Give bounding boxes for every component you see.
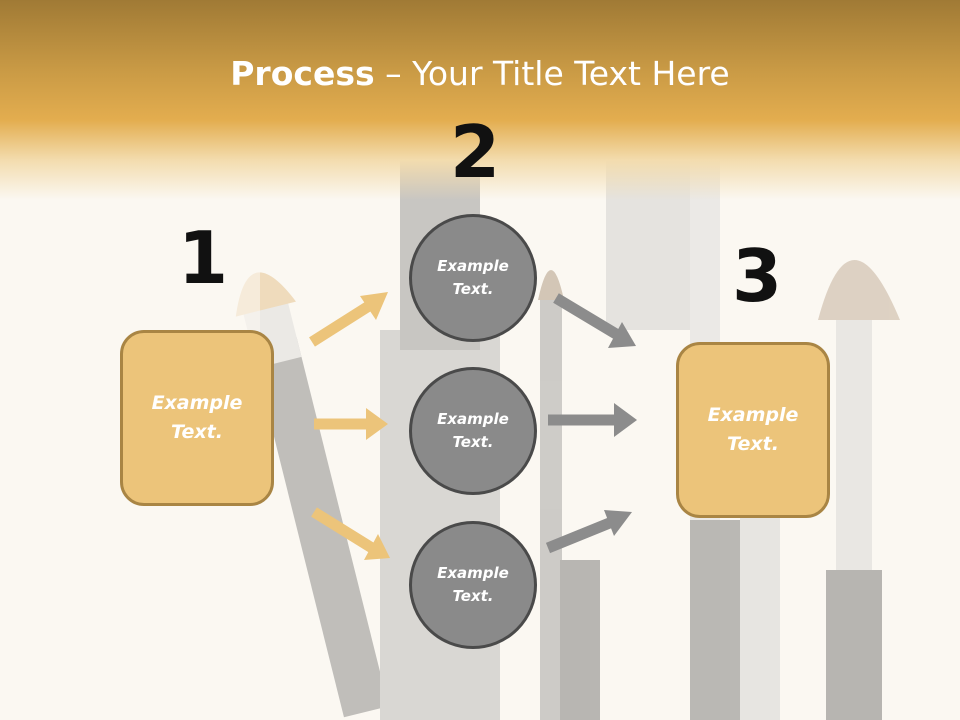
slide-title: Process – Your Title Text Here — [0, 54, 960, 93]
circle-middle: Example Text. — [409, 367, 537, 495]
circle-bottom: Example Text. — [409, 521, 537, 649]
step-1-number: 1 — [178, 216, 229, 300]
gray-arrow-right — [548, 403, 637, 437]
step-3-box: Example Text. — [676, 342, 830, 518]
gold-arrow-right — [314, 408, 388, 440]
title-rest: – Your Title Text Here — [374, 54, 730, 93]
header-band — [0, 0, 960, 200]
circle-middle-text: Example Text. — [437, 410, 509, 451]
title-bold: Process — [230, 54, 375, 93]
gray-arrow-up — [545, 510, 632, 554]
circle-bottom-text: Example Text. — [437, 564, 509, 605]
gray-arrow-down — [553, 293, 636, 348]
gold-arrow-down — [311, 507, 390, 560]
circle-top-text: Example Text. — [437, 257, 509, 298]
step-1-box: Example Text. — [120, 330, 274, 506]
step-2-number: 2 — [450, 110, 501, 194]
step-3-text: Example Text. — [707, 404, 799, 455]
step-3-number: 3 — [732, 234, 783, 318]
gold-arrow-up — [309, 292, 388, 347]
circle-top: Example Text. — [409, 214, 537, 342]
step-1-text: Example Text. — [151, 392, 243, 443]
